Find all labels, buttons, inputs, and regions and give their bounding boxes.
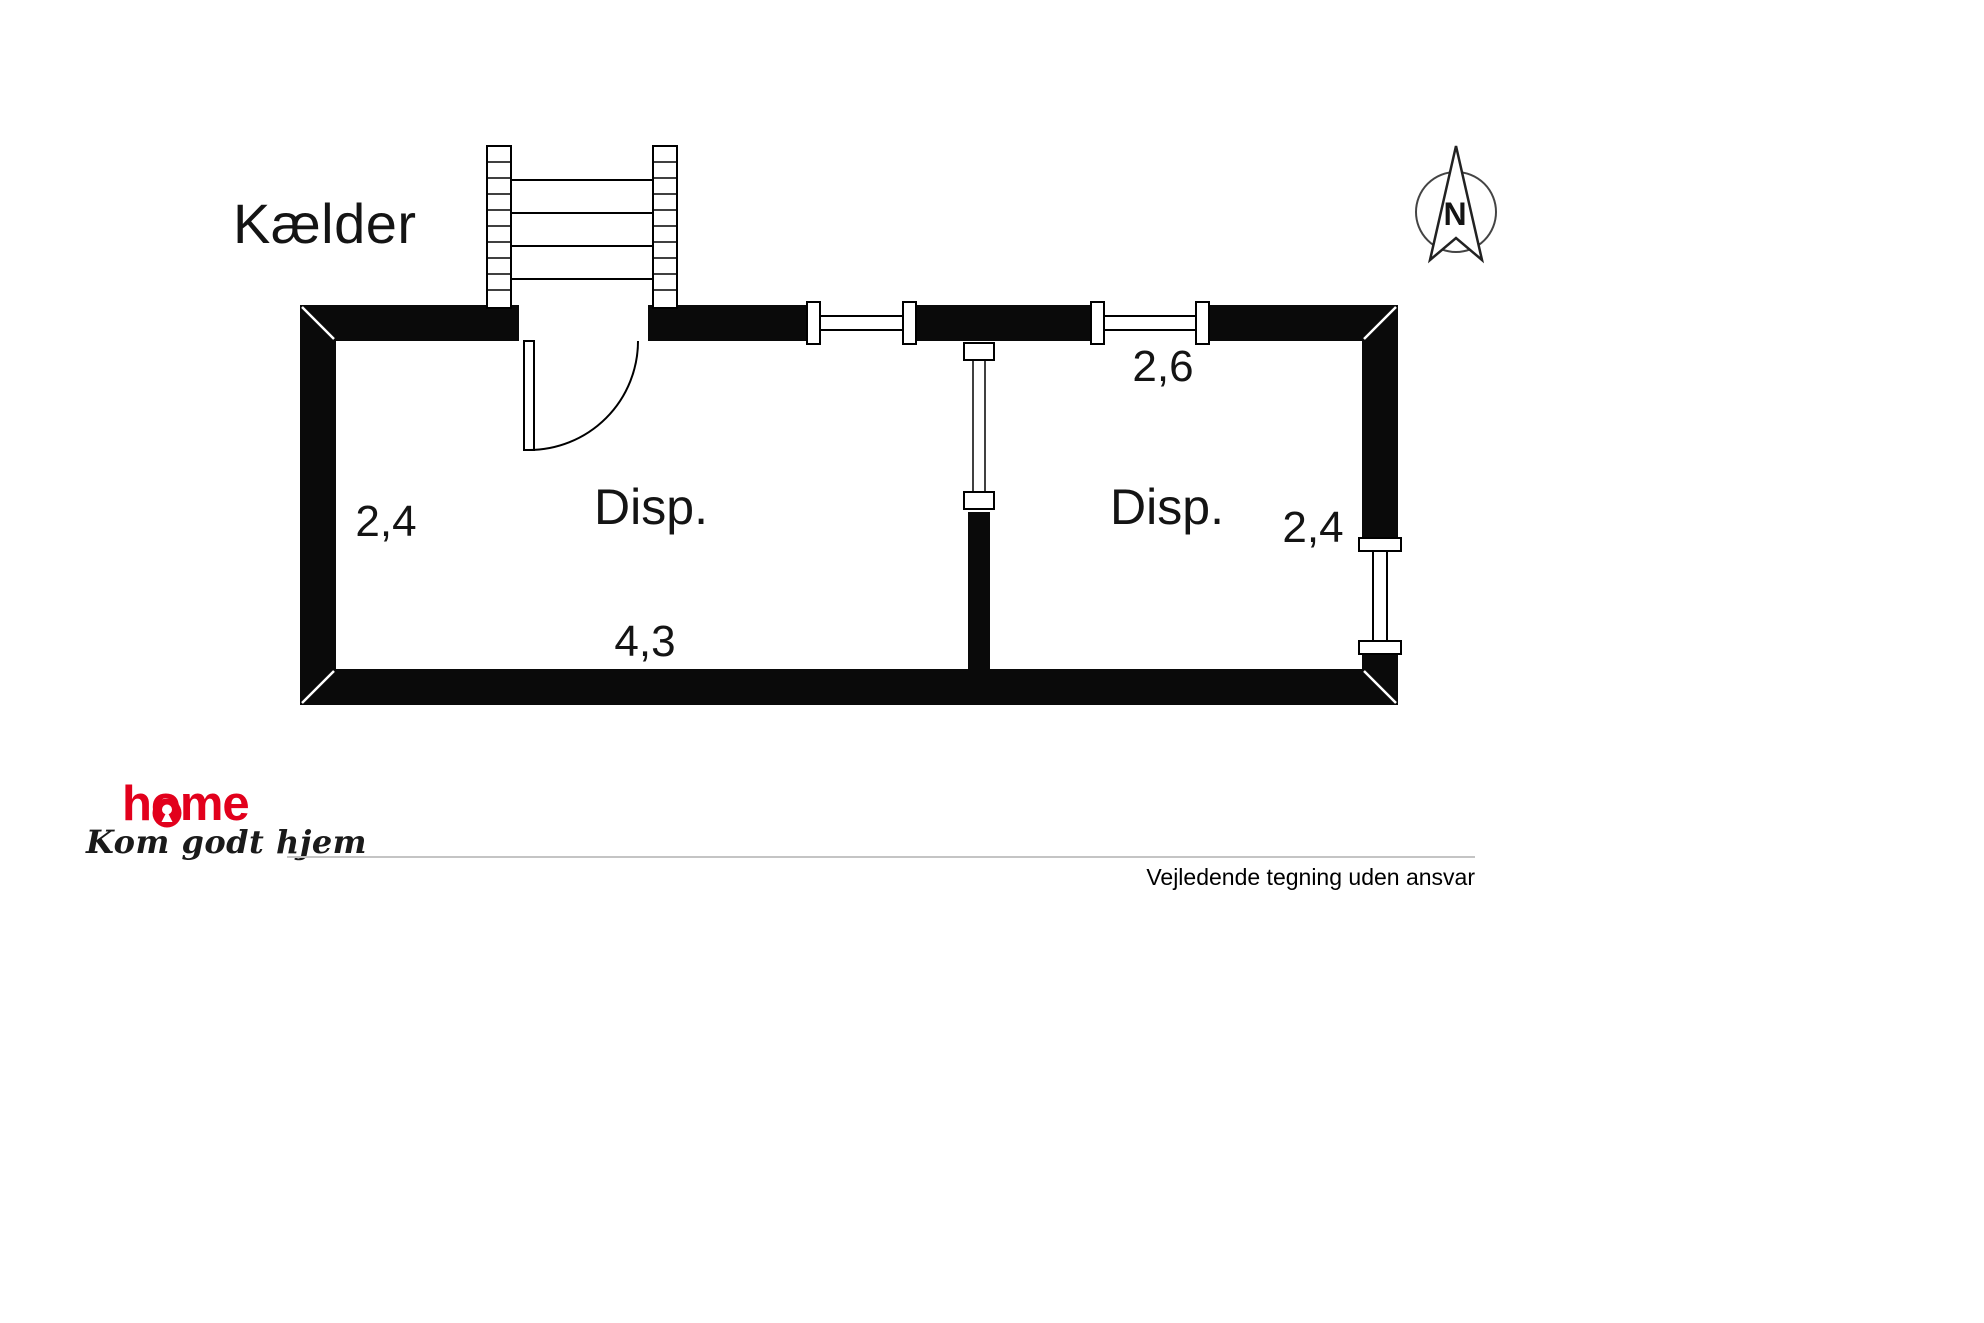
room2-height-dimension: 2,4 — [1282, 503, 1344, 552]
keyhole-icon — [152, 798, 182, 828]
plan-title: Kælder — [233, 192, 417, 255]
partition-opening — [963, 341, 995, 512]
logo-tagline: Kom godt hjem — [86, 823, 368, 861]
north-arrow-icon — [1415, 145, 1497, 264]
room1-height-dimension: 2,4 — [355, 497, 417, 546]
room1-label: Disp. — [594, 479, 708, 535]
walls — [300, 305, 1398, 705]
compass-north-label: N — [1443, 196, 1467, 232]
door — [519, 304, 648, 451]
staircase — [486, 145, 678, 309]
home-logo: home — [122, 777, 250, 831]
room2-width-dimension: 2,6 — [1132, 342, 1194, 391]
window-top-left — [806, 301, 917, 345]
disclaimer-text: Vejledende tegning uden ansvar — [1146, 864, 1475, 890]
room1-width-dimension: 4,3 — [614, 617, 676, 666]
window-right-wall — [1358, 537, 1402, 655]
footer-divider — [287, 856, 1475, 858]
window-top-right — [1090, 301, 1210, 345]
room2-label: Disp. — [1110, 479, 1224, 535]
